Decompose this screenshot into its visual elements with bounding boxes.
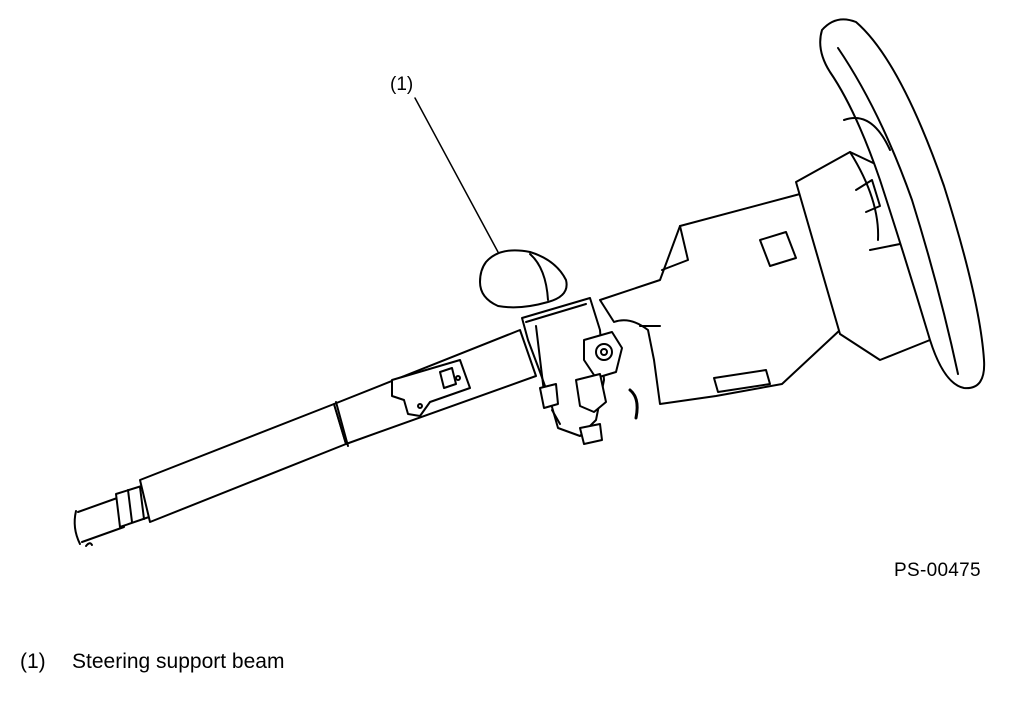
- tube-bracket: [391, 359, 471, 417]
- mounting-bracket: [521, 297, 639, 445]
- figure-id: PS-00475: [894, 560, 981, 581]
- column-tube: [139, 329, 537, 523]
- legend-number: (1): [20, 650, 46, 673]
- legend-text: Steering support beam: [72, 650, 285, 673]
- column-cover: [599, 193, 841, 405]
- legend-item: (1) Steering support beam: [20, 650, 284, 674]
- callout-leader-line: [414, 97, 499, 253]
- steering-support-beam: [479, 249, 568, 309]
- steering-wheel: [819, 18, 986, 390]
- callout-label-1: (1): [390, 74, 414, 95]
